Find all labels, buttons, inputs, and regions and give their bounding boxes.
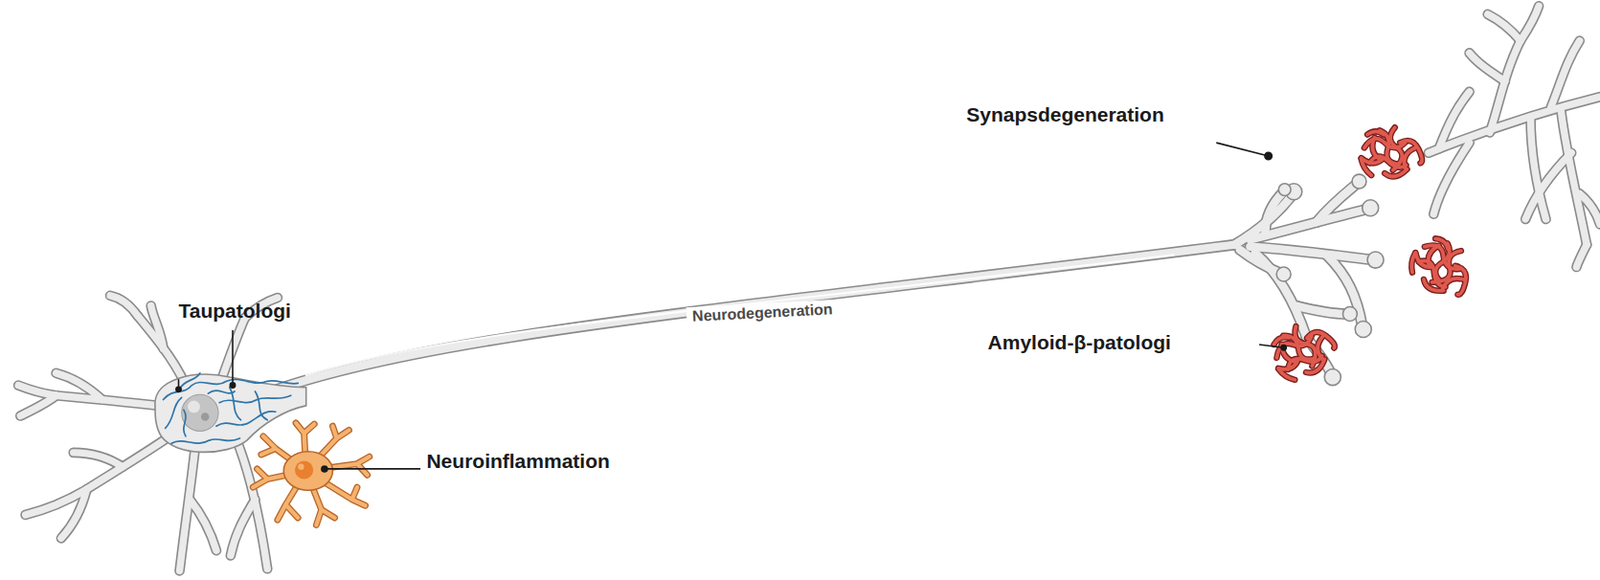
illustration-part bbox=[201, 412, 210, 422]
illustration-part bbox=[1361, 127, 1423, 177]
illustration-part bbox=[1362, 200, 1379, 217]
illustration-part bbox=[283, 451, 333, 491]
synaptic-boutons bbox=[1276, 174, 1384, 385]
cell-body bbox=[155, 374, 307, 452]
illustration-part bbox=[297, 464, 304, 471]
microglia bbox=[252, 423, 369, 526]
illustration-part bbox=[180, 373, 201, 390]
illustration-part bbox=[1428, 5, 1600, 268]
illustration-part bbox=[229, 383, 235, 388]
illustration-part bbox=[252, 423, 369, 526]
illustration-part bbox=[1367, 251, 1384, 269]
illustration-part bbox=[231, 330, 234, 386]
callout-label: Amyloid-β-patologi bbox=[988, 331, 1172, 355]
illustration-part bbox=[1403, 228, 1483, 306]
leader-lines bbox=[176, 142, 1286, 473]
illustration-part bbox=[1265, 315, 1342, 385]
callout-label: Taupatologi bbox=[178, 299, 291, 323]
illustration-part bbox=[1324, 369, 1341, 386]
illustration-part bbox=[1403, 228, 1483, 306]
illustration-part bbox=[1403, 228, 1483, 306]
postsynaptic-dendrites bbox=[1428, 5, 1600, 268]
axon-label: Neurodegeneration bbox=[685, 299, 839, 328]
illustration-part bbox=[252, 423, 369, 526]
illustration-part bbox=[254, 183, 1373, 399]
illustration-part bbox=[1352, 174, 1367, 189]
illustration-part bbox=[183, 409, 186, 437]
illustration-part bbox=[294, 460, 314, 479]
illustration-part bbox=[1354, 320, 1372, 338]
illustration-part bbox=[1342, 307, 1357, 322]
illustration-part bbox=[1278, 183, 1291, 197]
illustration-part bbox=[187, 401, 201, 414]
illustration-part bbox=[219, 395, 292, 403]
illustration-part bbox=[207, 390, 235, 394]
illustration-part bbox=[321, 466, 328, 473]
illustration-part bbox=[171, 438, 240, 444]
illustration-part bbox=[1259, 344, 1285, 348]
axon bbox=[254, 183, 1373, 399]
illustration-part bbox=[1281, 345, 1286, 351]
illustration-part bbox=[254, 391, 268, 421]
illustration-part bbox=[324, 468, 421, 471]
illustration-part bbox=[165, 397, 182, 429]
illustration-part bbox=[254, 183, 1373, 399]
illustration-part bbox=[306, 254, 1174, 376]
illustration-part bbox=[1361, 127, 1423, 177]
callout-label: Synapsdegeneration bbox=[966, 103, 1165, 127]
illustration-part bbox=[1264, 152, 1272, 159]
illustration-part bbox=[1265, 315, 1342, 385]
illustration-part bbox=[1265, 315, 1342, 385]
tau-tangles bbox=[163, 373, 299, 444]
callout-label: Neuroinflammation bbox=[426, 450, 609, 474]
amyloid-plaques bbox=[1265, 127, 1483, 385]
illustration-part bbox=[1276, 267, 1291, 282]
illustration-part bbox=[1428, 5, 1600, 268]
illustration-part bbox=[1361, 127, 1423, 177]
nucleus bbox=[181, 394, 219, 431]
illustration-part bbox=[176, 386, 181, 392]
illustration-part bbox=[1216, 142, 1268, 157]
